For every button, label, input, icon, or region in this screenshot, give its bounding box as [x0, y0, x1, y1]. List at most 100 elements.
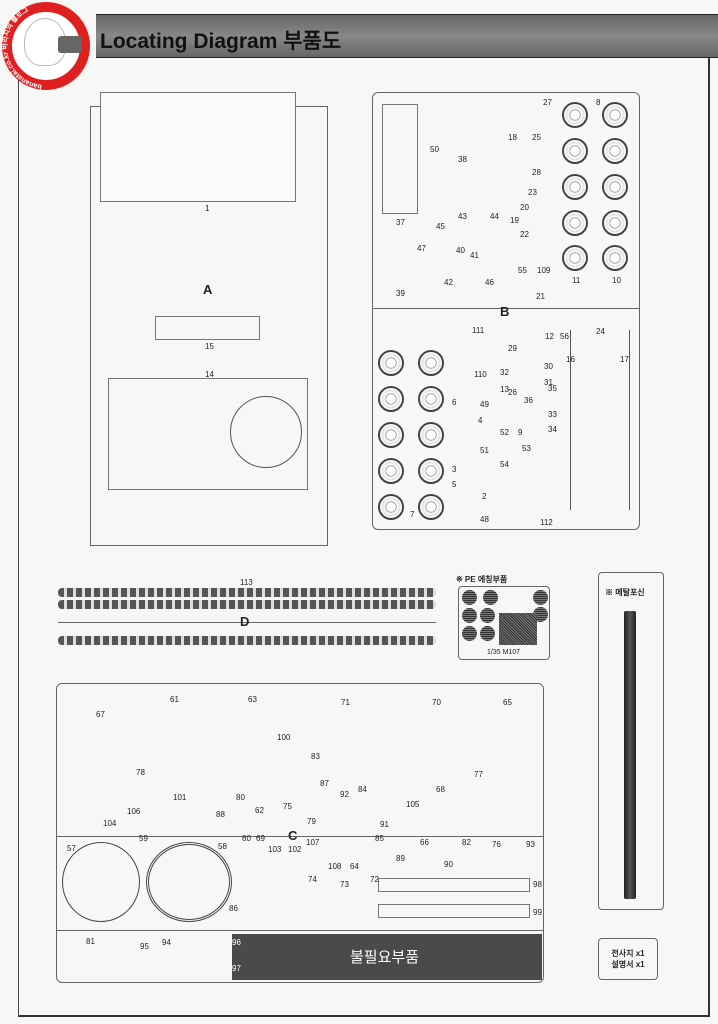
part-label: 36 [524, 396, 533, 405]
part-label: 76 [492, 840, 501, 849]
turret-ring [230, 396, 302, 468]
part-label: 92 [340, 790, 349, 799]
part-label: 94 [162, 938, 171, 947]
road-wheel [378, 458, 404, 484]
part-label: 45 [436, 222, 445, 231]
part-label: 91 [380, 820, 389, 829]
part-98 [378, 878, 530, 892]
part-label: 22 [520, 230, 529, 239]
part-label: 39 [396, 289, 405, 298]
part-label: 105 [406, 800, 420, 809]
part-label: 57 [67, 844, 76, 853]
part-label: 73 [340, 880, 349, 889]
part-57-ring [62, 842, 140, 922]
logo-text: bananatai.co.kr 바라지의 블로그 [2, 5, 42, 89]
part-label: 83 [311, 752, 320, 761]
part-label: 4 [478, 416, 483, 425]
part-label: 24 [596, 327, 605, 336]
road-wheel [378, 386, 404, 412]
part-37 [382, 104, 418, 214]
part-label: 112 [540, 518, 553, 527]
part-label: 96 [232, 938, 241, 947]
part-label: 41 [470, 251, 479, 260]
part-label: 33 [548, 410, 557, 419]
part-label: 37 [396, 218, 405, 227]
track-link-row [58, 636, 436, 645]
part-label: 67 [96, 710, 105, 719]
part-label: 102 [288, 845, 302, 854]
part-label: 23 [528, 188, 537, 197]
unused-parts-area: 불필요부품 [232, 934, 542, 980]
part-14-hull [108, 378, 308, 490]
part-label: 77 [474, 770, 483, 779]
part-label: 54 [500, 460, 509, 469]
part-label: 25 [532, 133, 541, 142]
extras-box: 전사지 x1 설명서 x1 [598, 938, 658, 980]
part-label: 50 [430, 145, 439, 154]
road-wheel [378, 422, 404, 448]
part-label: 52 [500, 428, 509, 437]
page-border [18, 57, 710, 1017]
part-label: 84 [358, 785, 367, 794]
part-label: 44 [490, 212, 499, 221]
part-label: 18 [508, 133, 517, 142]
manual-count: 설명서 x1 [611, 960, 645, 969]
part-label: 95 [140, 942, 149, 951]
part-label: 55 [518, 266, 527, 275]
unused-parts-label: 불필요부품 [350, 949, 420, 966]
pe-title: ※ PE 에칭부품 [456, 575, 508, 584]
part-label: 58 [218, 842, 227, 851]
part-label: 97 [232, 964, 241, 973]
road-wheel [418, 350, 444, 376]
part-label: 78 [136, 768, 145, 777]
part-label: 88 [216, 810, 225, 819]
logo-ring-text: bananatai.co.kr 바라지의 블로그 [2, 5, 42, 89]
part-label: 71 [341, 698, 350, 707]
road-wheel [378, 350, 404, 376]
part-label: 98 [533, 880, 542, 889]
sprue-c [56, 683, 544, 983]
part-label: 64 [350, 862, 359, 871]
part-label: 103 [268, 845, 282, 854]
part-label: 108 [328, 862, 342, 871]
part-label: 110 [474, 370, 487, 379]
road-wheel [602, 174, 628, 200]
pe-grille [480, 626, 495, 641]
part-label: 90 [444, 860, 453, 869]
pe-grille [533, 590, 548, 605]
pe-grille [462, 626, 477, 641]
part-label: 19 [510, 216, 519, 225]
part-label: 46 [485, 278, 494, 287]
pe-grille [483, 590, 498, 605]
camera-icon [58, 36, 82, 53]
part-label: 28 [532, 168, 541, 177]
road-wheel [418, 422, 444, 448]
part-label: 11 [572, 276, 581, 285]
road-wheel [562, 210, 588, 236]
header-bar: Locating Diagram 부품도 [96, 14, 718, 58]
part-label: 70 [432, 698, 441, 707]
part-label: 48 [480, 515, 489, 524]
part-label: 101 [173, 793, 187, 802]
logo [2, 2, 90, 90]
metal-barrel [624, 611, 636, 899]
sprue-label-d: D [240, 614, 250, 629]
part-label: 85 [375, 834, 384, 843]
part-label: 87 [320, 779, 329, 788]
part-label: 31 [544, 378, 553, 387]
sprue-label-b: B [500, 304, 510, 319]
part-label: 79 [307, 817, 316, 826]
part-label: 16 [566, 355, 575, 364]
part-label: 66 [420, 838, 429, 847]
part-label: 53 [522, 444, 531, 453]
decal-count: 전사지 x1 [611, 949, 645, 958]
part-label: 61 [170, 695, 179, 704]
road-wheel [562, 245, 588, 271]
part-15 [155, 316, 260, 340]
part-label: 15 [205, 342, 214, 351]
part-label: 9 [518, 428, 523, 437]
pe-mesh-plate [499, 613, 537, 645]
road-wheel [602, 138, 628, 164]
part-label: 68 [436, 785, 445, 794]
part-label: 43 [458, 212, 467, 221]
